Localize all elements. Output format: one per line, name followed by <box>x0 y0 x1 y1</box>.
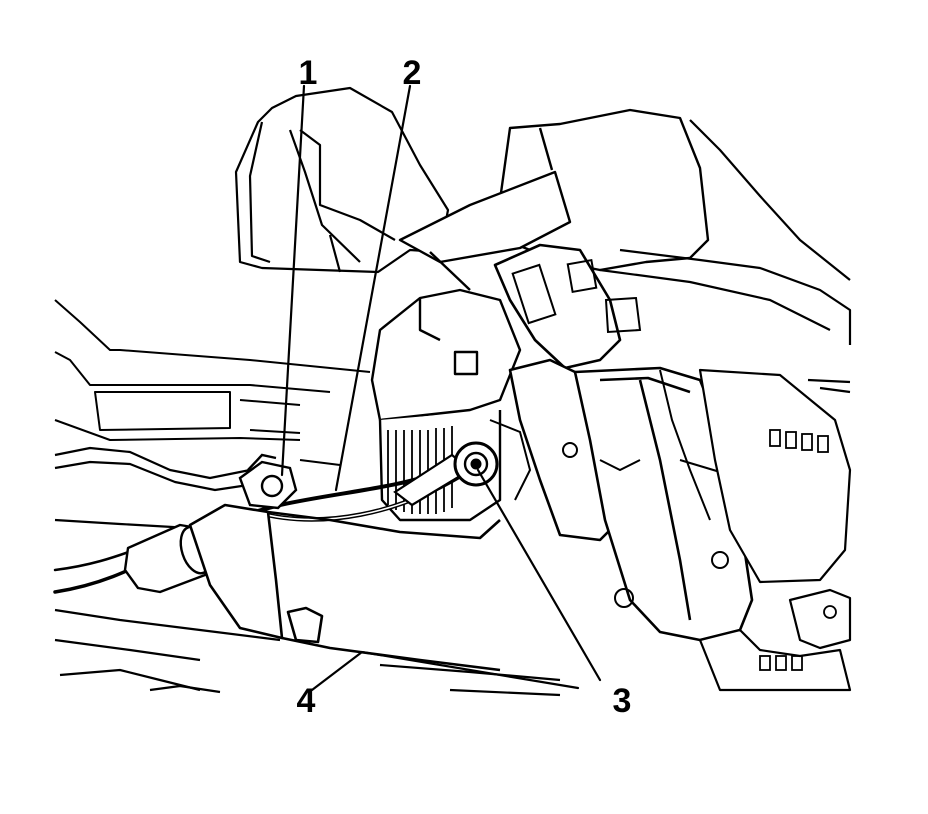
leader-3 <box>476 468 602 682</box>
leader-4 <box>310 650 580 692</box>
callout-labels: 1 2 3 4 <box>297 54 632 720</box>
pedal-assembly <box>493 243 754 642</box>
column-bracket <box>398 108 710 291</box>
callout-2: 2 <box>403 54 422 92</box>
pivot-bolt <box>393 419 532 507</box>
lower-console-bracket <box>188 503 501 672</box>
callout-1: 1 <box>299 54 318 92</box>
leader-2 <box>334 84 412 492</box>
cable-end-fitting <box>238 453 298 510</box>
right-cowl-panel <box>599 119 852 394</box>
callout-4: 4 <box>297 682 316 720</box>
callout-3: 3 <box>613 682 632 720</box>
connector-pins <box>759 429 837 671</box>
right-lower-module <box>698 368 852 692</box>
callout-leaders <box>280 84 602 692</box>
dash-rail <box>54 299 371 466</box>
brake-actuator-module <box>370 288 522 522</box>
leader-1 <box>280 84 306 477</box>
